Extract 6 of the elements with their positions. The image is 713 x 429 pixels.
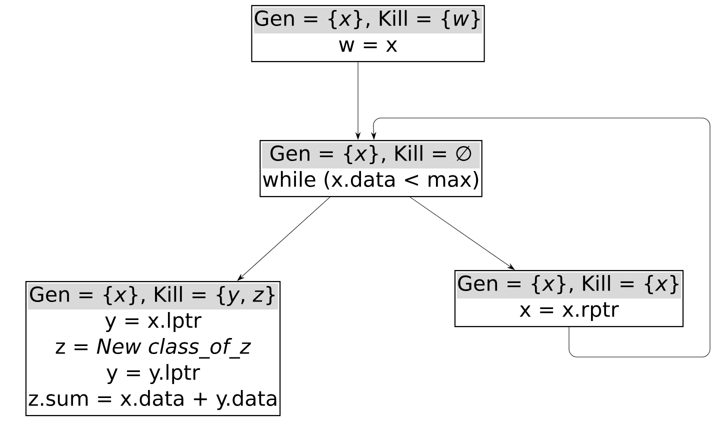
block-box: Gen = {x}, Kill = {w} w = x [251,5,485,62]
block-box: Gen = {x}, Kill = {x} x = x.rptr [454,270,684,328]
block-box: Gen = {x}, Kill = {y, z} y = x.lptr z = New class_of_z y = y.lptr z.sum = x.data + y.data [25,281,281,416]
block-box: Gen = {x}, Kill = ∅ while (x.data < max) [260,140,482,198]
arrow [237,196,330,281]
arrow [410,196,515,270]
